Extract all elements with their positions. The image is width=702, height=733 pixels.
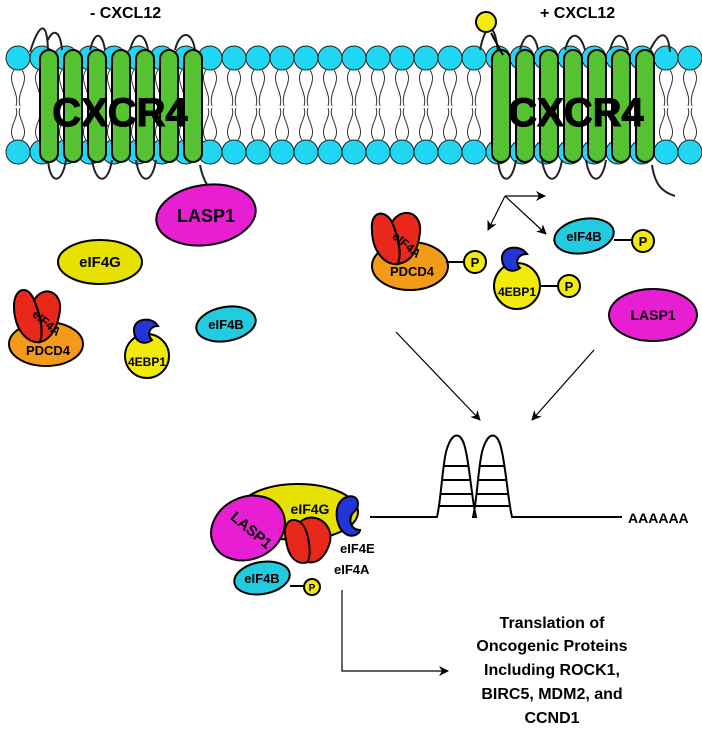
lipid-head [437, 139, 463, 165]
svg-text:eIF4A: eIF4A [334, 562, 370, 577]
lipid-head [341, 45, 367, 71]
transmembrane-helix [183, 49, 203, 163]
svg-text:CCND1: CCND1 [524, 710, 579, 727]
lipid-head [677, 139, 702, 165]
cxcr4-label-right: CXCR4 [508, 91, 644, 135]
lipid-head [389, 45, 415, 71]
transmembrane-helix [563, 49, 583, 163]
lipid-head [245, 45, 271, 71]
svg-text:eIF4G: eIF4G [79, 254, 121, 271]
svg-text:eIF4E: eIF4E [340, 541, 375, 556]
cxcl12-ligand [475, 11, 504, 56]
svg-text:4EBP1: 4EBP1 [498, 285, 536, 299]
lipid-head [461, 139, 487, 165]
cxcr4-receptor-right: CXCR4 [479, 27, 676, 197]
translation-output-text: Translation of Oncogenic Proteins Includ… [476, 615, 627, 727]
translation-output-arrow [341, 590, 449, 676]
lipid-head [437, 45, 463, 71]
lipid-head [221, 45, 247, 71]
lipid-head [245, 139, 271, 165]
activation-arrows [487, 191, 547, 235]
lipid-head [365, 45, 391, 71]
svg-text:BIRC5, MDM2, and: BIRC5, MDM2, and [481, 686, 622, 703]
lipid-head [677, 45, 702, 71]
svg-text:Including ROCK1,: Including ROCK1, [484, 662, 620, 679]
pdcd4-eif4a-complex-phospho: eIF4A PDCD4 P [370, 211, 487, 291]
svg-text:eIF4B: eIF4B [566, 229, 601, 244]
svg-text:P: P [309, 583, 316, 594]
transmembrane-helix [611, 49, 631, 163]
eif4b-protein-left: eIF4B [195, 305, 257, 343]
transmembrane-helix [635, 49, 655, 163]
arrow-to-mrna-2 [531, 349, 595, 421]
lasp1-protein-left: LASP1 [155, 183, 257, 247]
transmembrane-helices [39, 49, 203, 163]
lipid-head [5, 139, 31, 165]
transmembrane-helix [539, 49, 559, 163]
cxcr4-receptor-left: CXCR4 [29, 27, 231, 201]
lipid-head [293, 139, 319, 165]
svg-text:PDCD4: PDCD4 [26, 343, 71, 358]
svg-text:Translation of: Translation of [500, 615, 606, 632]
transmembrane-helix [87, 49, 107, 163]
lipid-head [269, 139, 295, 165]
transmembrane-helix [135, 49, 155, 163]
svg-text:P: P [471, 255, 480, 270]
translation-initiation-complex: eIF4G eIF4E eIF4A LASP1 eIF4B P [210, 483, 375, 596]
svg-text:LASP1: LASP1 [177, 206, 235, 226]
transmembrane-helix [63, 49, 83, 163]
arrow-to-mrna-1 [395, 331, 481, 421]
lipid-head [389, 139, 415, 165]
lipid-head [413, 45, 439, 71]
4ebp1-eif4e-complex-left: 4EBP1 [124, 318, 170, 379]
lipid-head [5, 45, 31, 71]
svg-text:eIF4B: eIF4B [208, 317, 243, 332]
lipid-head [269, 45, 295, 71]
lipid-head [365, 139, 391, 165]
svg-text:eIF4G: eIF4G [291, 501, 330, 517]
svg-text:eIF4B: eIF4B [244, 571, 279, 586]
svg-text:Oncogenic Proteins: Oncogenic Proteins [476, 638, 627, 655]
lipid-head [653, 139, 679, 165]
transmembrane-helix [159, 49, 179, 163]
minus-cxcl12-label: - CXCL12 [90, 5, 161, 22]
svg-text:4EBP1: 4EBP1 [128, 355, 166, 369]
mrna-strand: AAAAAA [370, 434, 689, 526]
transmembrane-helix [515, 49, 535, 163]
eif4b-protein-phospho: eIF4B P [553, 217, 655, 255]
lipid-head [413, 139, 439, 165]
lipid-head [317, 139, 343, 165]
cxcr4-label-left: CXCR4 [52, 91, 188, 135]
lipid-head [341, 139, 367, 165]
plus-cxcl12-label: + CXCL12 [540, 5, 615, 22]
svg-text:PDCD4: PDCD4 [390, 264, 435, 279]
transmembrane-helix [587, 49, 607, 163]
lipid-head [317, 45, 343, 71]
lipid-head [293, 45, 319, 71]
transmembrane-helix [111, 49, 131, 163]
transmembrane-helices [491, 49, 655, 163]
svg-text:P: P [639, 234, 648, 249]
lasp1-protein-right: LASP1 [608, 288, 698, 342]
lipid-head [221, 139, 247, 165]
svg-text:LASP1: LASP1 [630, 307, 675, 323]
lipid-head [461, 45, 487, 71]
poly-a-tail: AAAAAA [628, 510, 689, 526]
transmembrane-helix [39, 49, 59, 163]
4ebp1-eif4e-complex-phospho: 4EBP1 P [493, 246, 581, 310]
eif4g-protein-left: eIF4G [57, 239, 143, 285]
lipid-head [653, 45, 679, 71]
pdcd4-eif4a-complex-left: eIF4A PDCD4 [8, 289, 84, 367]
svg-text:P: P [565, 279, 574, 294]
